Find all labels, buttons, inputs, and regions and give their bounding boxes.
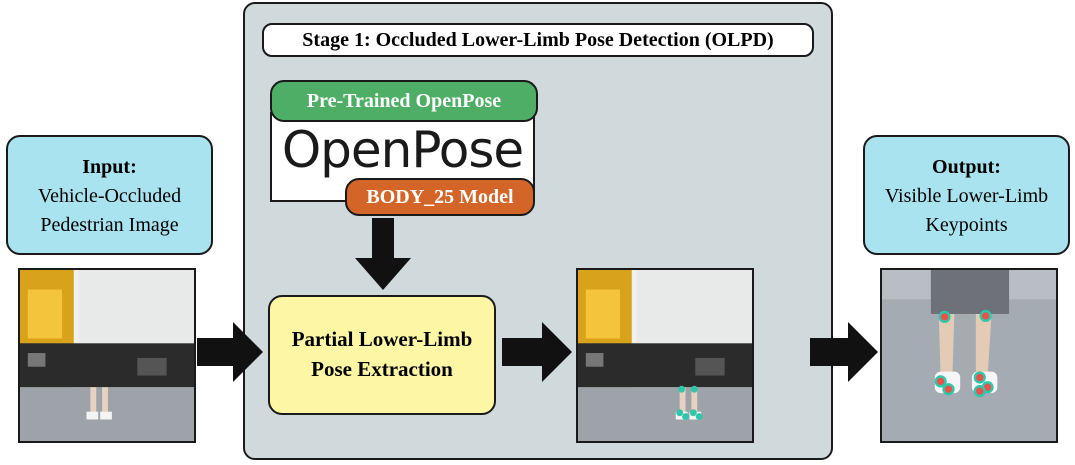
visible-keypoints-image (880, 268, 1058, 443)
right-arrow-icon (197, 322, 263, 382)
process-line-2: Pose Extraction (311, 357, 453, 381)
right-arrow-icon (502, 322, 572, 382)
right-arrow-icon (810, 322, 878, 382)
input-line-2: Pedestrian Image (40, 214, 179, 236)
down-arrow-icon (355, 218, 411, 290)
process-line-1: Partial Lower-Limb (291, 327, 473, 351)
output-heading: Output: (932, 156, 1001, 178)
input-line-1: Vehicle-Occluded (37, 185, 182, 207)
pose-extraction-box: Partial Lower-Limb Pose Extraction (268, 295, 496, 415)
detected-keypoints-image (576, 268, 754, 443)
stage-title: Stage 1: Occluded Lower-Limb Pose Detect… (262, 23, 814, 57)
output-line-2: Keypoints (925, 214, 1008, 236)
openpose-logo: OpenPose (281, 121, 524, 179)
body25-model-label: BODY_25 Model (345, 178, 535, 216)
input-pedestrian-image (18, 268, 196, 443)
input-heading: Input: (82, 156, 137, 178)
pretrained-openpose-label: Pre-Trained OpenPose (270, 80, 538, 122)
input-box: Input: Vehicle-Occluded Pedestrian Image (6, 135, 213, 255)
output-box: Output: Visible Lower-Limb Keypoints (863, 135, 1070, 255)
output-line-1: Visible Lower-Limb (884, 185, 1049, 207)
